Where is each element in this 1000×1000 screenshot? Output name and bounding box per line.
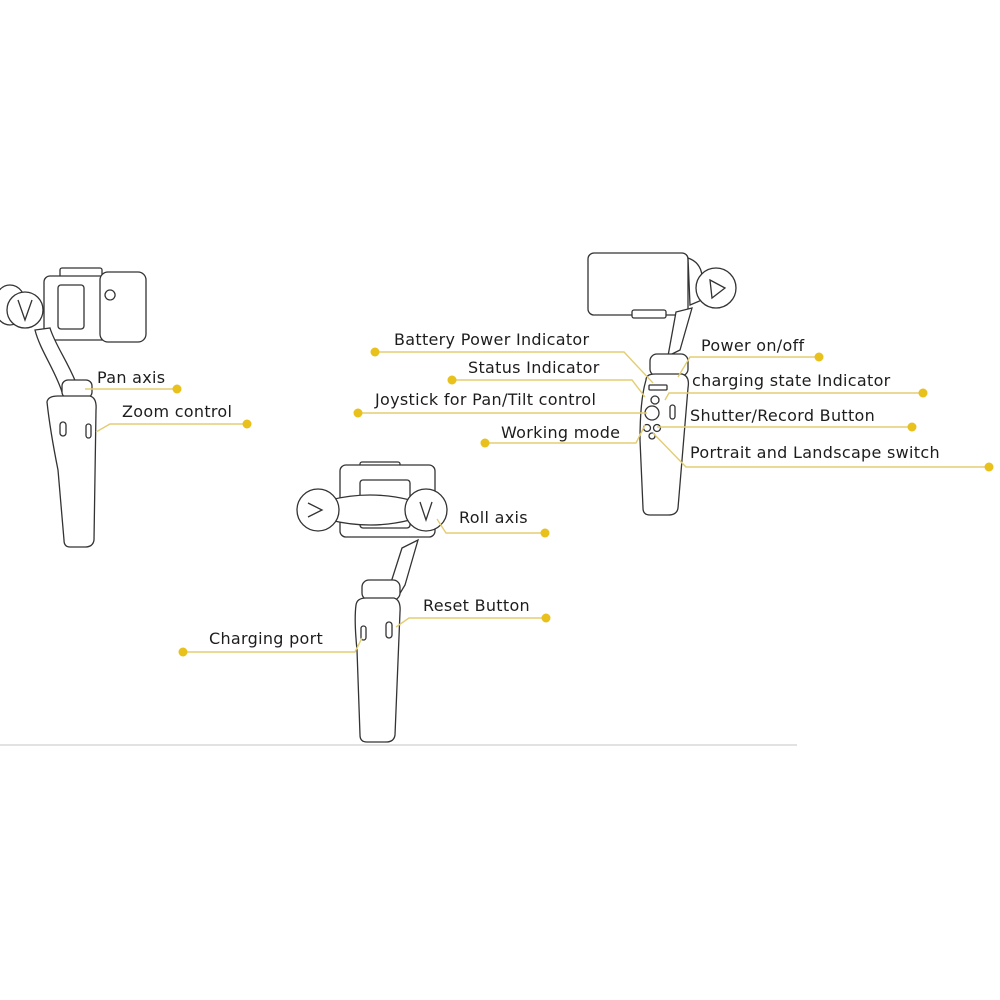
dot-status-indicator bbox=[447, 375, 457, 385]
dot-charging-port bbox=[178, 647, 188, 657]
leader-battery-power-indicator bbox=[375, 351, 654, 384]
leader-zoom-control bbox=[95, 423, 247, 433]
dot-battery-power-indicator bbox=[370, 347, 380, 357]
leader-reset-button bbox=[395, 617, 546, 628]
label-charging-port: Charging port bbox=[209, 629, 324, 648]
leader-working-mode bbox=[485, 424, 646, 444]
dot-reset-button bbox=[541, 613, 551, 623]
label-reset-button: Reset Button bbox=[423, 596, 530, 615]
label-roll-axis: Roll axis bbox=[459, 508, 528, 527]
label-status-indicator: Status Indicator bbox=[468, 358, 600, 377]
label-power-on-off: Power on/off bbox=[701, 336, 805, 355]
dot-roll-axis bbox=[540, 528, 550, 538]
label-zoom-control: Zoom control bbox=[122, 402, 233, 421]
dot-zoom-control bbox=[242, 419, 252, 429]
label-shutter-record-button: Shutter/Record Button bbox=[690, 406, 876, 425]
dot-working-mode bbox=[480, 438, 490, 448]
dot-pan-axis bbox=[172, 384, 182, 394]
dot-charging-state-indicator bbox=[918, 388, 928, 398]
label-portrait-landscape-switch: Portrait and Landscape switch bbox=[690, 443, 940, 462]
leader-power-on-off bbox=[677, 356, 819, 378]
leader-portrait-landscape-switch bbox=[652, 432, 989, 468]
dot-portrait-landscape-switch bbox=[984, 462, 994, 472]
dot-power-on-off bbox=[814, 352, 824, 362]
leader-charging-port bbox=[183, 637, 363, 653]
dot-shutter-record-button bbox=[907, 422, 917, 432]
dot-joystick bbox=[353, 408, 363, 418]
leader-roll-axis bbox=[436, 518, 545, 534]
label-pan-axis: Pan axis bbox=[97, 368, 166, 387]
leader-status-indicator bbox=[452, 379, 646, 398]
gimbal-front-view bbox=[296, 461, 448, 743]
gimbal-left-view bbox=[0, 267, 147, 548]
leader-dots bbox=[172, 347, 994, 657]
leader-lines bbox=[85, 351, 989, 653]
label-working-mode: Working mode bbox=[501, 423, 621, 442]
label-joystick: Joystick for Pan/Tilt control bbox=[375, 390, 597, 409]
leader-charging-state-indicator bbox=[664, 392, 923, 401]
label-battery-power-indicator: Battery Power Indicator bbox=[394, 330, 590, 349]
label-charging-state-indicator: charging state Indicator bbox=[692, 371, 891, 390]
